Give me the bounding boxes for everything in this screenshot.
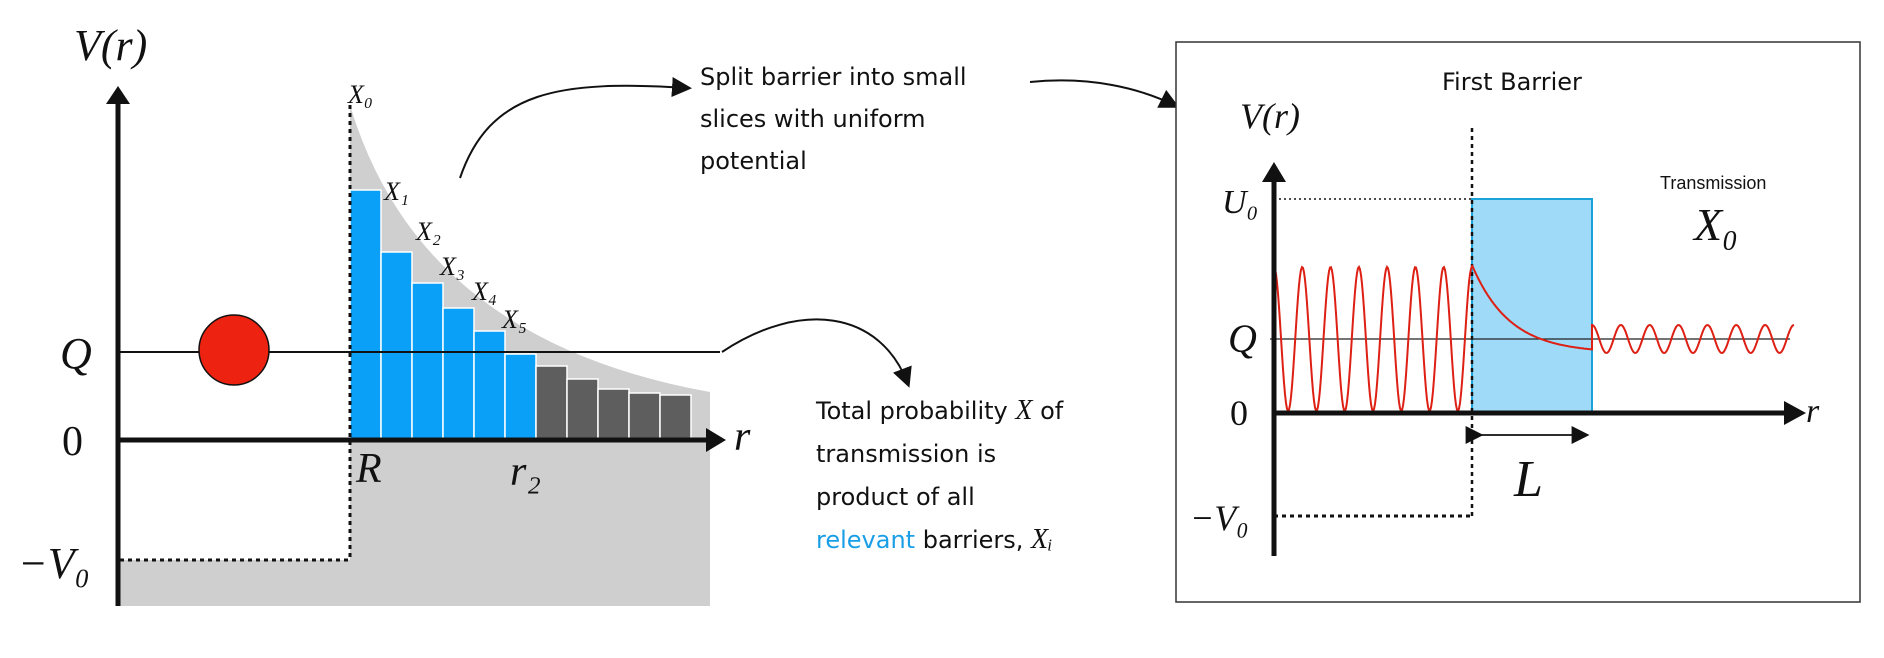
other-slice-9 xyxy=(628,392,661,441)
width-label-L: L xyxy=(1513,451,1543,508)
total-arrow-icon xyxy=(721,318,912,388)
mark-r2: r₂ xyxy=(510,449,541,495)
right-level-U0: U₀ xyxy=(1222,184,1258,221)
to-box-arrow-icon xyxy=(1029,79,1180,108)
barrier-slices xyxy=(349,189,692,441)
wavefunction-line xyxy=(1273,264,1795,414)
relevant-slice-0 xyxy=(349,189,382,441)
particle-icon xyxy=(198,314,270,386)
panel-title: First Barrier xyxy=(1442,68,1582,96)
split-note-line1: Split barrier into small xyxy=(700,63,967,91)
right-x-arrow-icon xyxy=(1784,401,1806,425)
barrier-box xyxy=(1471,198,1593,414)
right-x-axis-label: r xyxy=(1806,393,1820,430)
relevant-slice-1 xyxy=(380,251,413,441)
right-level-Q: Q xyxy=(1228,316,1257,361)
total-note-line2: transmission is xyxy=(816,440,996,468)
slice-label-X3: X₃ xyxy=(439,252,465,281)
left-level-zero: 0 xyxy=(62,419,83,465)
slice-label-X5: X₅ xyxy=(501,305,527,334)
left-y-axis-label: V(r) xyxy=(74,21,147,70)
slice-label-X0: X₀ xyxy=(347,80,373,109)
mark-R: R xyxy=(355,446,382,492)
other-slice-8 xyxy=(597,388,630,441)
slice-label-X1: X₁ xyxy=(383,177,409,206)
left-level-Q: Q xyxy=(60,329,92,378)
split-arrow-icon xyxy=(459,77,692,179)
right-y-arrow-icon xyxy=(1262,162,1286,182)
split-note-line2: slices with uniform xyxy=(700,105,926,133)
slice-label-X4: X₄ xyxy=(471,277,497,306)
total-note-line4: relevant barriers, Xᵢ xyxy=(816,524,1053,555)
total-note-line1: Total probability X of xyxy=(815,395,1064,426)
relevant-slice-5 xyxy=(504,353,537,441)
transmission-label: Transmission xyxy=(1660,173,1766,193)
left-x-arrow-icon xyxy=(706,428,726,452)
other-slice-7 xyxy=(566,378,599,441)
right-level-negV0: −V₀ xyxy=(1190,498,1249,538)
first-barrier-panel: First Barrier V(r) r U₀ Q 0 −V₀ Transmis… xyxy=(1175,41,1861,603)
right-y-axis-label: V(r) xyxy=(1240,96,1300,136)
left-potential-diagram: V(r) r Q 0 −V₀ R r₂ X₀ X₁ X₂ X₃ X₄ X₅ xyxy=(18,21,751,606)
total-probability-note: Total probability X of transmission is p… xyxy=(721,318,1064,555)
split-note-line3: potential xyxy=(700,147,807,175)
left-x-axis-label: r xyxy=(734,414,751,460)
other-slice-10 xyxy=(659,394,692,441)
relevant-slice-4 xyxy=(473,330,506,441)
transmission-symbol: X₀ xyxy=(1692,199,1738,250)
relevant-slice-3 xyxy=(442,307,475,441)
left-level-negV0: −V₀ xyxy=(18,539,90,588)
slice-label-X2: X₂ xyxy=(415,217,441,246)
relevant-slice-2 xyxy=(411,282,444,441)
split-note: Split barrier into small slices with uni… xyxy=(459,63,1180,179)
right-level-zero: 0 xyxy=(1230,393,1248,433)
total-note-line3: product of all xyxy=(816,483,975,511)
left-y-arrow-icon xyxy=(106,86,130,104)
other-slice-6 xyxy=(535,365,568,441)
